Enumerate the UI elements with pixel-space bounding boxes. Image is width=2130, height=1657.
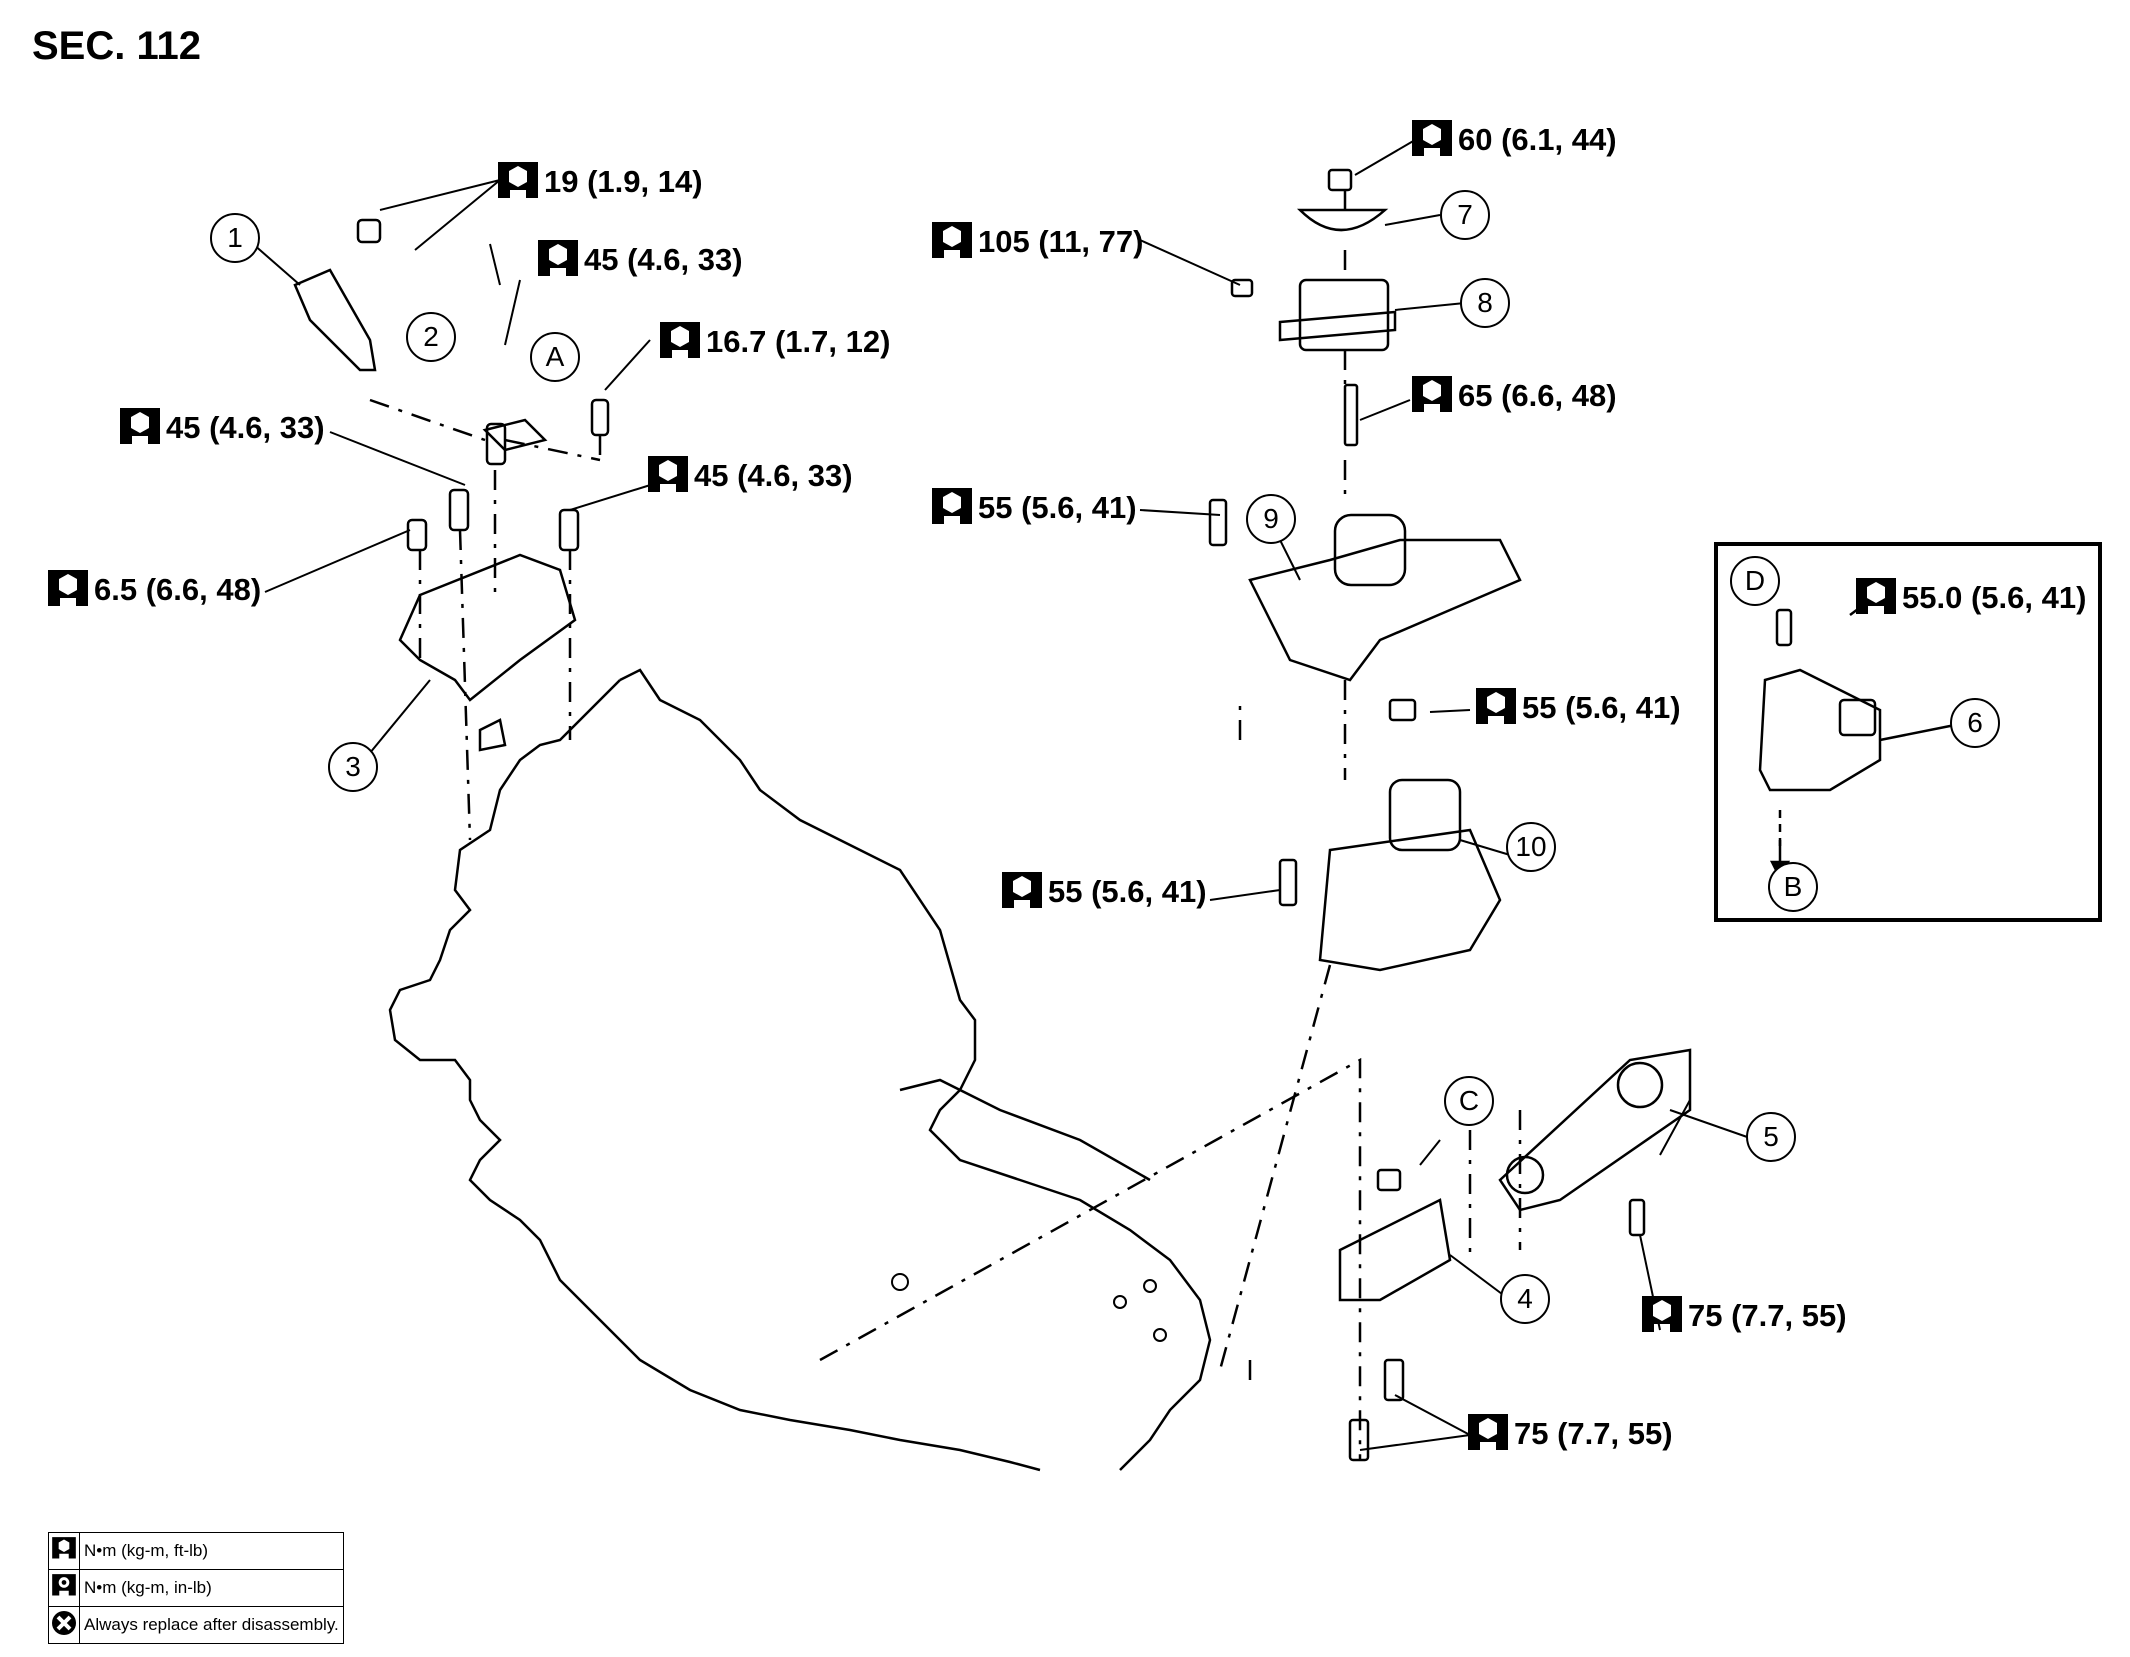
torque-value: 60 (6.1, 44): [1458, 122, 1617, 157]
torque-value: 6.5 (6.6, 48): [94, 572, 262, 607]
callout-2: 2: [406, 312, 456, 362]
torque-label: 55 (5.6, 41): [1474, 686, 1681, 730]
right-mount-stack: [1208, 168, 1522, 1380]
torque-value: 45 (4.6, 33): [584, 242, 743, 277]
torque-wrench-icon: [1410, 118, 1454, 162]
torque-label: 75 (7.7, 55): [1466, 1412, 1673, 1456]
callout-C: C: [1444, 1076, 1494, 1126]
legend-row: Always replace after disassembly.: [48, 1606, 344, 1644]
torque-wrench-icon: [1410, 374, 1454, 418]
torque-label: 45 (4.6, 33): [118, 406, 325, 450]
torque-label: 45 (4.6, 33): [536, 238, 743, 282]
callout-1: 1: [210, 213, 260, 263]
torque-label: 75 (7.7, 55): [1640, 1294, 1847, 1338]
torque-value: 55 (5.6, 41): [1522, 690, 1681, 725]
lower-right-mount: [819, 1048, 1692, 1462]
torque-label: 55 (5.6, 41): [930, 486, 1137, 530]
legend-text: N•m (kg-m, ft-lb): [79, 1532, 344, 1570]
legend-icon-cell: [48, 1606, 80, 1644]
torque-label: 45 (4.6, 33): [646, 454, 853, 498]
callout-A: A: [530, 332, 580, 382]
callout-10: 10: [1506, 822, 1556, 872]
legend-table: N•m (kg-m, ft-lb) N•m (kg-m, in-lb) Alwa…: [48, 1532, 344, 1644]
hole: [891, 1273, 909, 1291]
torque-label: 65 (6.6, 48): [1410, 374, 1617, 418]
torque-value: 45 (4.6, 33): [694, 458, 853, 493]
torque-wrench-icon: [46, 568, 90, 612]
torque-label: 6.5 (6.6, 48): [46, 568, 261, 612]
torque-wrench-icon: [1466, 1412, 1510, 1456]
torque-wrench-icon: [930, 220, 974, 264]
legend-text: N•m (kg-m, in-lb): [79, 1569, 344, 1607]
torque-wrench-icon: [1640, 1294, 1684, 1338]
callout-5: 5: [1746, 1112, 1796, 1162]
torque-wrench-icon: [536, 238, 580, 282]
leader-lines: [244, 139, 1751, 1451]
legend-row: N•m (kg-m, in-lb): [48, 1569, 344, 1607]
callout-9: 9: [1246, 494, 1296, 544]
legend-row: N•m (kg-m, ft-lb): [48, 1532, 344, 1570]
torque-value: 75 (7.7, 55): [1688, 1298, 1847, 1333]
torque-label: 55 (5.6, 41): [1000, 870, 1207, 914]
torque-label: 16.7 (1.7, 12): [658, 320, 890, 364]
callout-D: D: [1730, 556, 1780, 606]
torque-wrench-icon: [496, 160, 540, 204]
torque-value: 65 (6.6, 48): [1458, 378, 1617, 413]
torque-value: 105 (11, 77): [978, 224, 1144, 259]
torque-wrench-icon: [658, 320, 702, 364]
left-mount-assembly: [293, 218, 610, 841]
torque-value: 16.7 (1.7, 12): [706, 324, 891, 359]
detail-inset: [1714, 542, 2102, 922]
callout-B: B: [1768, 862, 1818, 912]
torque-wrench-inlb-icon: [52, 1573, 76, 1595]
torque-value: 55 (5.6, 41): [978, 490, 1137, 525]
torque-label: 19 (1.9, 14): [496, 160, 703, 204]
torque-value: 55 (5.6, 41): [1048, 874, 1207, 909]
legend-icon-cell: [48, 1532, 80, 1570]
callout-7: 7: [1440, 190, 1490, 240]
callout-8: 8: [1460, 278, 1510, 328]
callout-3: 3: [328, 742, 378, 792]
section-title: SEC. 112: [32, 24, 202, 68]
torque-label: 105 (11, 77): [930, 220, 1143, 264]
torque-value: 19 (1.9, 14): [544, 164, 703, 199]
hole: [1153, 1328, 1167, 1342]
hole: [1143, 1279, 1157, 1293]
torque-wrench-icon: [646, 454, 690, 498]
callout-6: 6: [1950, 698, 2000, 748]
legend-icon-cell: [48, 1569, 80, 1607]
torque-value: 45 (4.6, 33): [166, 410, 325, 445]
torque-value: 75 (7.7, 55): [1514, 1416, 1673, 1451]
replace-x-icon: [52, 1610, 76, 1635]
torque-wrench-icon: [930, 486, 974, 530]
torque-label: 60 (6.1, 44): [1410, 118, 1617, 162]
torque-wrench-icon: [51, 1536, 77, 1562]
torque-label: 55.0 (5.6, 41): [1854, 576, 2086, 620]
hole: [1113, 1295, 1127, 1309]
callout-4: 4: [1500, 1274, 1550, 1324]
torque-wrench-icon: [1474, 686, 1518, 730]
torque-wrench-icon: [118, 406, 162, 450]
torque-value: 55.0 (5.6, 41): [1902, 580, 2087, 615]
legend-text: Always replace after disassembly.: [79, 1606, 344, 1644]
torque-wrench-icon: [1000, 870, 1044, 914]
engine-outline: [388, 668, 1212, 1472]
